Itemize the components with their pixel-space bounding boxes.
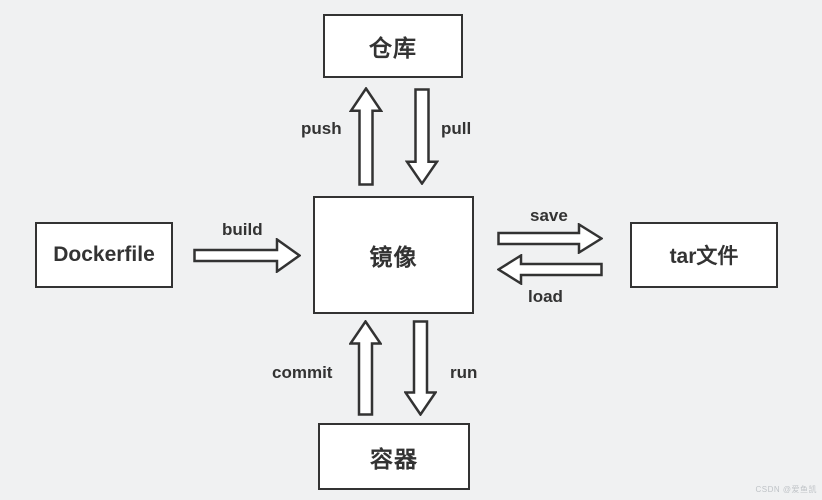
save-label: save	[530, 206, 568, 225]
run-arrow-down-icon	[404, 320, 437, 416]
container-label: 容器	[370, 445, 418, 472]
pull-label: pull	[441, 119, 472, 138]
tar-file-node: tar文件	[630, 222, 778, 288]
push-label: push	[301, 119, 342, 138]
run-label: run	[450, 363, 478, 382]
pull-arrow-down-icon	[405, 88, 439, 185]
csdn-watermark: CSDN @爱鱼凯	[755, 485, 817, 494]
repository-node: 仓库	[323, 14, 463, 78]
load-arrow-left-icon	[497, 254, 603, 285]
image-label: 镜像	[369, 244, 418, 270]
commit-label: commit	[272, 363, 333, 382]
build-label: build	[222, 220, 263, 239]
build-arrow-right-icon	[193, 238, 301, 273]
image-node: 镜像	[313, 196, 474, 314]
tar-file-label: tar文件	[669, 245, 739, 268]
dockerfile-label: Dockerfile	[53, 243, 155, 266]
container-node: 容器	[318, 423, 470, 490]
dockerfile-node: Dockerfile	[35, 222, 173, 288]
save-arrow-right-icon	[497, 223, 603, 254]
commit-arrow-up-icon	[349, 320, 382, 416]
repository-label: 仓库	[369, 35, 417, 61]
push-arrow-up-icon	[349, 87, 383, 186]
load-label: load	[528, 287, 563, 306]
